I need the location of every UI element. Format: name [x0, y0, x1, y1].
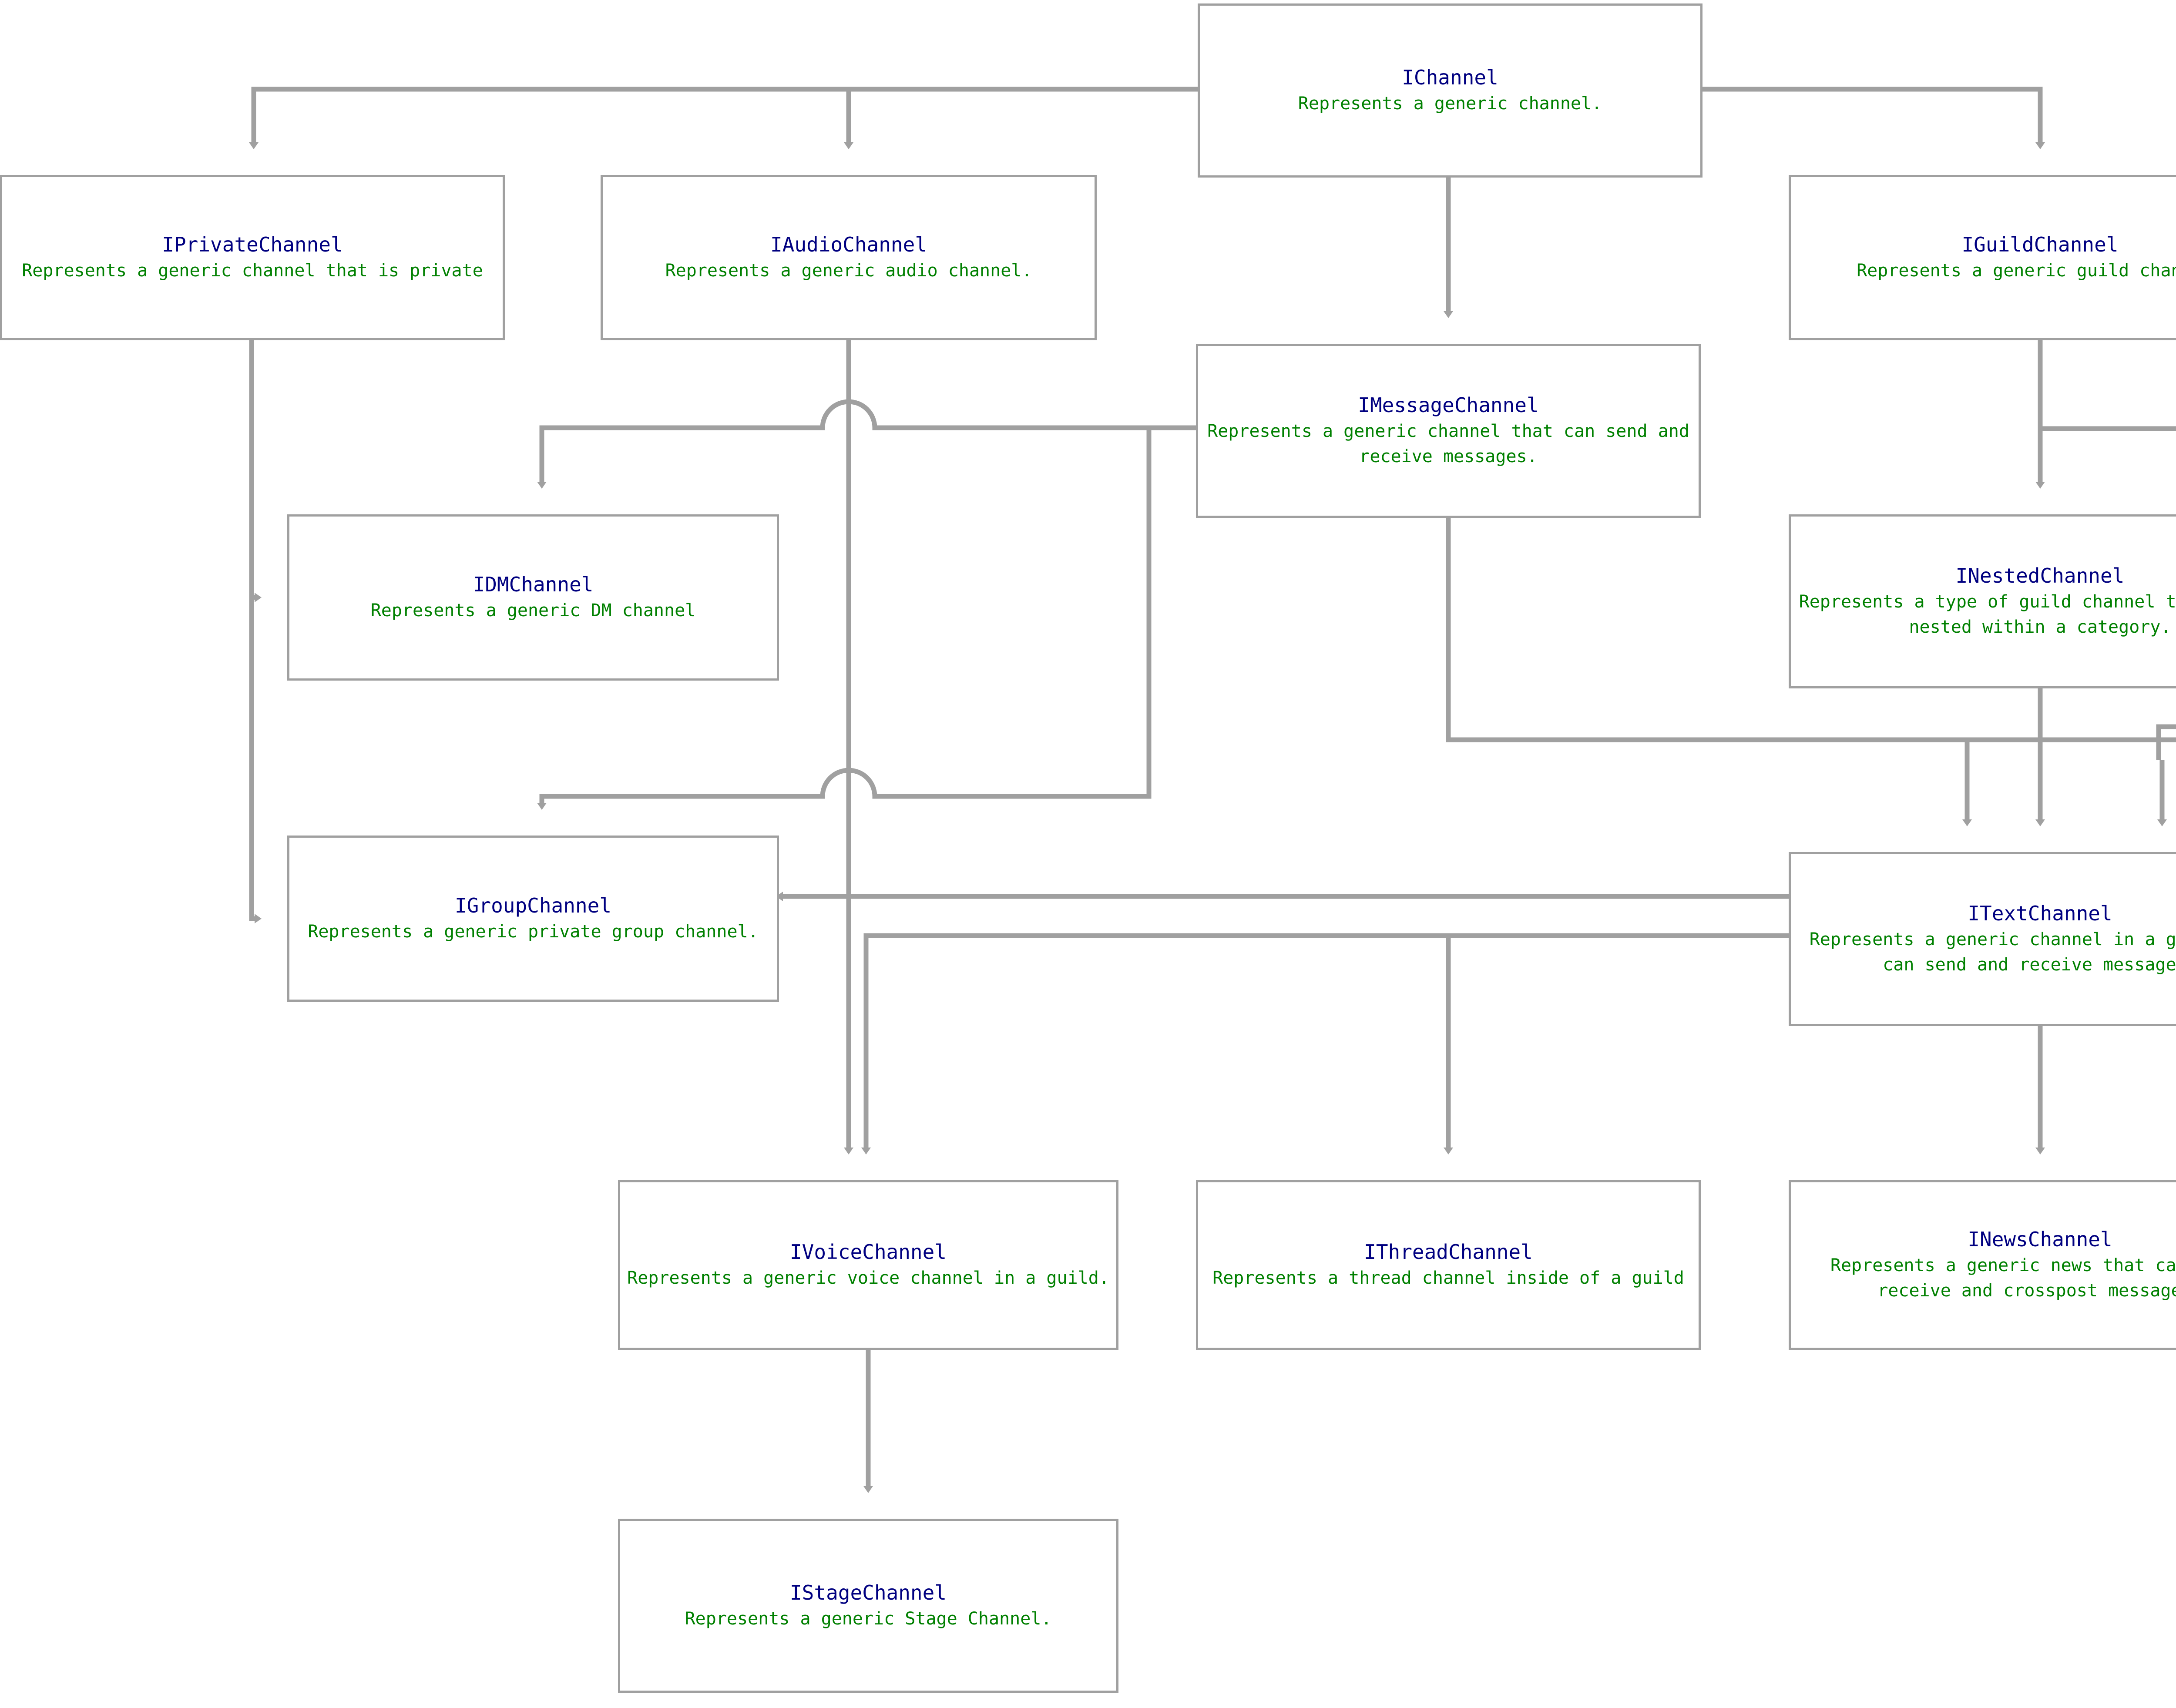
node-title: INewsChannel — [1968, 1228, 2112, 1252]
node-description: Represents a generic audio channel. — [665, 260, 1032, 281]
node-title: IVoiceChannel — [789, 1240, 947, 1264]
node-title: IStageChannel — [789, 1581, 947, 1605]
node-ithreadchannel[interactable]: IThreadChannel Represents a thread chann… — [1196, 1180, 1701, 1350]
node-description: Represents a generic news that can send,… — [1830, 1255, 2176, 1301]
node-title: IThreadChannel — [1364, 1240, 1533, 1264]
node-title: IAudioChannel — [770, 233, 927, 257]
node-description: Represents a generic channel in a guild … — [1809, 929, 2176, 975]
node-title: IGuildChannel — [1961, 233, 2119, 257]
node-description: Represents a generic private group chann… — [308, 921, 759, 942]
node-description: Represents a thread channel inside of a … — [1212, 1268, 1684, 1288]
node-description: Represents a type of guild channel that … — [1799, 591, 2176, 637]
edge-itextchannel-to-ivoicechannel — [861, 933, 1789, 1154]
node-title: IMessageChannel — [1358, 393, 1539, 417]
node-igroupchannel[interactable]: IGroupChannel Represents a generic priva… — [287, 836, 779, 1002]
node-description: Represents a generic voice channel in a … — [627, 1268, 1109, 1288]
node-imessagechannel[interactable]: IMessageChannel Represents a generic cha… — [1196, 344, 1701, 518]
edge-ichannel-bus-left — [249, 87, 1198, 149]
edge-imessagechannel-to-itextchannel — [1446, 518, 1972, 826]
node-description: Represents a generic DM channel — [370, 600, 696, 621]
node-title: IGroupChannel — [454, 894, 612, 918]
node-title: IDMChannel — [473, 573, 594, 597]
node-title: IPrivateChannel — [162, 233, 343, 257]
edge-iguildchannel-to-iintegrationchannel — [2038, 340, 2176, 431]
node-title: IChannel — [1402, 66, 1498, 90]
edge-iprivatechannel-to-igroupchannel — [249, 597, 262, 923]
node-iprivatechannel[interactable]: IPrivateChannel Represents a generic cha… — [0, 175, 505, 340]
node-inewschannel[interactable]: INewsChannel Represents a generic news t… — [1789, 1180, 2176, 1350]
node-idmchannel[interactable]: IDMChannel Represents a generic DM chann… — [287, 514, 779, 681]
node-description: Represents a generic guild channel. — [1857, 260, 2176, 281]
node-title: INestedChannel — [1955, 564, 2125, 588]
node-iaudiochannel[interactable]: IAudioChannel Represents a generic audio… — [601, 175, 1097, 340]
node-description: Represents a generic channel. — [1298, 93, 1602, 114]
node-description: Represents a generic channel that can se… — [1207, 421, 1689, 466]
edge-iprivatechannel-to-idmchannel — [249, 340, 262, 602]
node-title: ITextChannel — [1968, 902, 2112, 926]
node-istagechannel[interactable]: IStageChannel Represents a generic Stage… — [618, 1519, 1118, 1693]
node-ivoicechannel[interactable]: IVoiceChannel Represents a generic voice… — [618, 1180, 1118, 1350]
edge-ichannel-to-iguildchannel — [1703, 87, 2045, 149]
node-ichannel[interactable]: IChannel Represents a generic channel. — [1198, 3, 1703, 178]
node-description: Represents a generic Stage Channel. — [685, 1608, 1052, 1629]
edge-imessagechannel-to-idmchannel — [537, 399, 1196, 489]
node-description: Represents a generic channel that is pri… — [22, 260, 483, 281]
node-itextchannel[interactable]: ITextChannel Represents a generic channe… — [1789, 852, 2176, 1026]
node-iguildchannel[interactable]: IGuildChannel Represents a generic guild… — [1789, 175, 2176, 340]
edge-iintegrationchannel-bus — [2156, 724, 2176, 760]
node-inestedchannel[interactable]: INestedChannel Represents a type of guil… — [1789, 514, 2176, 688]
